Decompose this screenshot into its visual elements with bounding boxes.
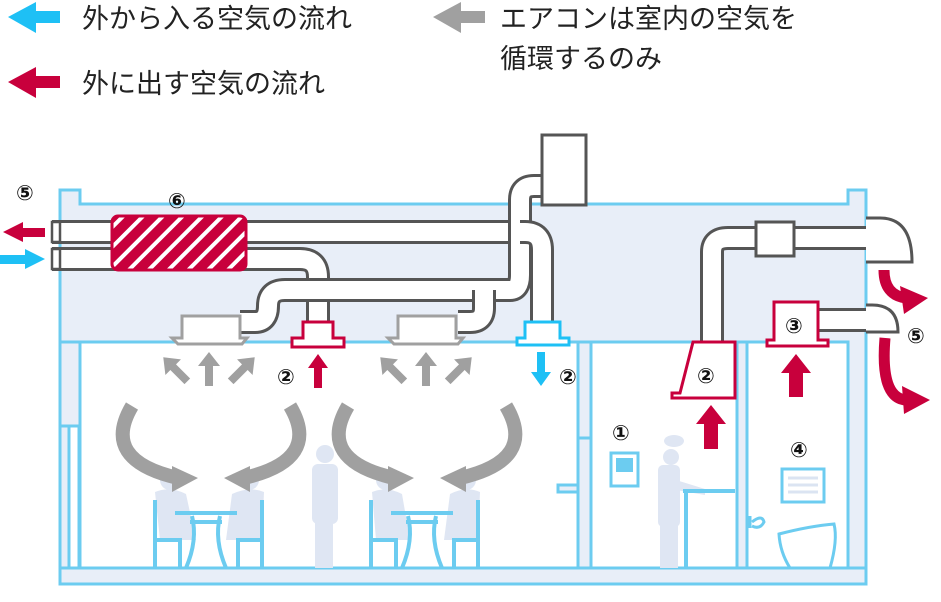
supply-grille-dining (515, 320, 571, 347)
outdoor-unit (540, 133, 588, 207)
heat-exchanger-unit (110, 214, 248, 272)
legend-item-outside-in: 外から入る空気の流れ (8, 2, 352, 35)
partition-upper (576, 340, 593, 440)
legend-item-inside-out: 外に出す空気の流れ (8, 67, 325, 100)
marker-4: ④ (790, 438, 808, 462)
left-wall-upper (58, 340, 82, 428)
arrow-left-gray-icon (433, 2, 485, 33)
exhaust-arrow-kitchen (696, 405, 726, 449)
exhaust-arrow-dining (308, 354, 328, 388)
circulation-arcs (115, 402, 523, 485)
marker-2-dining-exhaust: ② (277, 365, 295, 389)
legend-label-inside-out: 外に出す空気の流れ (82, 69, 325, 100)
toilet-exhaust-fan (765, 300, 830, 348)
left-wall-lower (67, 424, 81, 570)
kitchen-range-hood (670, 340, 737, 400)
exhaust-grille-dining (290, 320, 346, 349)
exhaust-hood-upper (866, 216, 914, 264)
floor-slab (58, 566, 868, 586)
intake-arrow-left (0, 249, 45, 269)
legend-item-ac-circulation: エアコンは室内の空気を 循環するのみ (433, 2, 797, 75)
circulation-arrowheads (172, 466, 466, 492)
arrow-left-blue-icon (8, 2, 60, 33)
number-markers: ⑤ ⑥ ② ② ② ③ ⑤ ① ④ (16, 181, 925, 462)
counter-top-left (556, 483, 580, 494)
exhaust-arrow-toilet (781, 354, 811, 397)
legend-label-ac-line2: 循環するのみ (500, 44, 662, 75)
marker-6: ⑥ (168, 189, 186, 213)
marker-1: ① (612, 421, 630, 445)
legend-label-outside-in: 外から入る空気の流れ (82, 4, 352, 35)
ac-unit-left (168, 314, 251, 346)
arrow-left-red-icon (8, 67, 60, 98)
furniture (153, 451, 837, 570)
legend: 外から入る空気の流れ 外に出す空気の流れ エアコンは室内の空気を 循環するのみ (8, 2, 797, 100)
marker-2-dining-supply: ② (559, 365, 577, 389)
ducts (52, 174, 866, 342)
exhaust-arrow-left (3, 222, 45, 242)
marker-5-left: ⑤ (16, 181, 34, 205)
paper-holder (748, 516, 766, 529)
ac-outflow-arrows-left (163, 352, 255, 386)
exhaust-arrows-right (878, 269, 930, 414)
marker-2-kitchen: ② (697, 364, 715, 388)
marker-3: ③ (785, 314, 803, 338)
ac-outflow-arrows-right (380, 352, 472, 386)
ac-unit-right (384, 314, 467, 346)
left-vent-caps (50, 220, 62, 271)
supply-arrow-dining (531, 352, 551, 386)
marker-5-right: ⑤ (907, 324, 925, 348)
toilet-bowl (777, 522, 837, 570)
exhaust-hood-lower (866, 303, 900, 334)
inline-fan-box (754, 220, 796, 258)
legend-label-ac-line1: エアコンは室内の空気を (500, 4, 797, 35)
